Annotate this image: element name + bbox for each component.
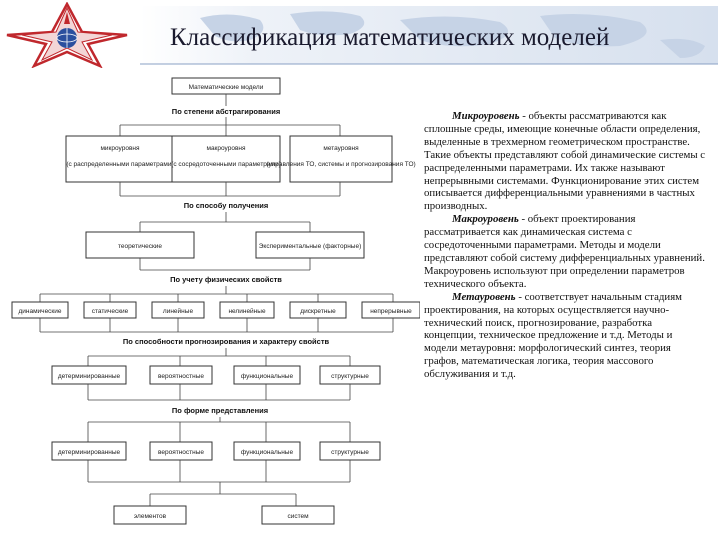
node-structural-2: структурные — [319, 441, 381, 461]
svg-text:детерминированные: детерминированные — [58, 449, 121, 456]
svg-text:детерминированные: детерминированные — [58, 373, 121, 380]
rocket-star-emblem-icon — [6, 2, 128, 68]
svg-text:систем: систем — [287, 513, 309, 520]
node-functional-1: функциональные — [233, 365, 301, 385]
description-text: Микроуровень - объекты рассматриваются к… — [424, 110, 706, 381]
svg-text:нелинейные: нелинейные — [228, 307, 266, 315]
svg-text:(с сосредоточенными параметрам: (с сосредоточенными параметрами) — [171, 161, 281, 168]
node-nonlinear: нелинейные — [219, 301, 275, 319]
svg-text:функциональные: функциональные — [241, 373, 294, 380]
node-functional-2: функциональные — [233, 441, 301, 461]
svg-text:линейные: линейные — [163, 307, 194, 315]
svg-text:элементов: элементов — [134, 513, 167, 520]
node-deterministic-1: детерминированные — [51, 365, 127, 385]
root-label: Математические модели — [189, 84, 264, 91]
heading-prediction: По способности прогнозирования и характе… — [123, 337, 330, 346]
svg-text:динамические: динамические — [18, 308, 61, 315]
svg-text:вероятностные: вероятностные — [158, 449, 204, 456]
world-map-background — [140, 6, 718, 65]
node-probabilistic-1: вероятностные — [149, 365, 213, 385]
paragraph-micro: Микроуровень - объекты рассматриваются к… — [424, 110, 706, 213]
node-systems: систем — [261, 505, 335, 525]
svg-text:микроуровня: микроуровня — [100, 145, 140, 152]
svg-text:структурные: структурные — [331, 373, 369, 380]
page-title: Классификация математических моделей — [170, 24, 610, 51]
heading-abstraction: По степени абстрагирования — [172, 107, 280, 116]
node-micro: микроуровня (с распределенными параметра… — [65, 135, 175, 183]
node-structural-1: структурные — [319, 365, 381, 385]
node-probabilistic-2: вероятностные — [149, 441, 213, 461]
heading-form: По форме представления — [172, 406, 268, 415]
svg-text:метауровня: метауровня — [323, 145, 359, 152]
svg-text:вероятностные: вероятностные — [158, 373, 204, 380]
node-theoretical: теоретические — [85, 231, 195, 259]
svg-text:непрерывные: непрерывные — [370, 308, 412, 315]
node-experimental: Экспериментальные (факторные) — [255, 231, 365, 259]
svg-text:макроуровня: макроуровня — [206, 145, 246, 152]
term-micro: Микроуровень — [452, 110, 520, 122]
heading-method: По способу получения — [184, 201, 269, 210]
svg-text:структурные: структурные — [331, 449, 369, 456]
node-macro: макроуровня (с сосредоточенными параметр… — [171, 135, 281, 183]
svg-text:теоретические: теоретические — [118, 243, 162, 250]
node-discrete: дискретные — [289, 301, 347, 319]
heading-physical: По учету физических свойств — [170, 275, 282, 284]
node-continuous: непрерывные — [361, 301, 420, 319]
svg-text:статические: статические — [92, 308, 129, 315]
paragraph-meta: Метауровень - соответствует начальным ст… — [424, 290, 683, 381]
term-macro: Макроуровень — [452, 213, 519, 226]
svg-text:(с распределенными параметрами: (с распределенными параметрами) — [66, 161, 173, 168]
node-elements: элементов — [113, 505, 187, 525]
node-static: статические — [83, 301, 137, 319]
svg-text:дискретные: дискретные — [300, 308, 336, 315]
diagram-root-node: Математические модели — [171, 77, 281, 95]
svg-text:(управления ТО, системы и прог: (управления ТО, системы и прогнозировани… — [266, 161, 415, 168]
node-deterministic-2: детерминированные — [51, 441, 127, 461]
slide-header: Классификация математических моделей — [0, 0, 720, 70]
node-linear: линейные — [151, 301, 205, 319]
svg-text:функциональные: функциональные — [241, 449, 294, 456]
classification-diagram: Математические модели По степени абстраг… — [11, 77, 420, 525]
term-meta: Метауровень — [452, 290, 516, 303]
node-dynamic: динамические — [11, 301, 69, 319]
node-meta: метауровня (управления ТО, системы и про… — [266, 135, 416, 183]
paragraph-macro: Макроуровень - объект проектирования рас… — [424, 213, 705, 290]
svg-text:Экспериментальные (факторные): Экспериментальные (факторные) — [259, 243, 362, 250]
